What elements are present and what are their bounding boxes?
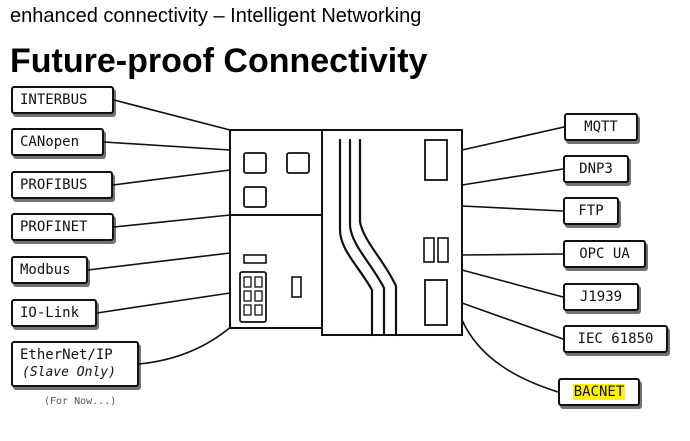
connector-ftp (461, 205, 564, 212)
protocol-label: FTP (578, 203, 604, 219)
connector-bacnet (461, 319, 559, 393)
protocol-profibus: PROFIBUS (11, 171, 113, 199)
connector-io-link (96, 292, 231, 314)
protocol-label-highlighted: BACNET (572, 384, 626, 400)
connector-modbus (87, 252, 231, 271)
cable-lines (338, 138, 398, 337)
port-icon (243, 152, 267, 174)
protocol-profinet: PROFINET (11, 213, 114, 241)
connector-mqtt (461, 126, 565, 151)
port-icon (286, 152, 310, 174)
protocol-dnp3: DNP3 (563, 155, 629, 183)
protocol-label: OPC UA (579, 246, 630, 262)
protocol-label: J1939 (579, 289, 623, 305)
protocol-label: Modbus (20, 262, 71, 278)
page-subtitle: enhanced connectivity – Intelligent Netw… (10, 5, 422, 27)
protocol-sublabel: (Slave Only) (22, 365, 116, 380)
protocol-label: DNP3 (579, 161, 613, 177)
connector-j1939 (461, 269, 564, 298)
protocol-label: CANopen (20, 134, 80, 150)
connector-ethernet-ip (138, 324, 234, 365)
connector-interbus (113, 99, 231, 131)
protocol-label: EtherNet/IP (20, 347, 113, 363)
protocol-mqtt: MQTT (564, 113, 638, 141)
protocol-ethernet-ip: EtherNet/IP (Slave Only) (11, 341, 139, 387)
connector-iec-61850 (461, 302, 564, 340)
connector-dnp3 (461, 168, 564, 186)
protocol-iec-61850: IEC 61850 (563, 325, 668, 353)
protocol-interbus: INTERBUS (11, 86, 114, 114)
connector-opc-ua (461, 253, 564, 256)
protocol-modbus: Modbus (11, 256, 88, 284)
connector-canopen (103, 141, 231, 151)
protocol-io-link: IO-Link (11, 299, 97, 327)
protocol-label: IEC 61850 (577, 331, 654, 347)
protocol-ftp: FTP (563, 197, 619, 225)
protocol-label: PROFINET (20, 219, 88, 235)
protocol-j1939: J1939 (563, 283, 639, 311)
protocol-label: MQTT (584, 119, 618, 135)
protocol-bacnet: BACNET (558, 378, 640, 406)
central-device (229, 129, 463, 336)
protocol-label: PROFIBUS (20, 177, 88, 193)
protocol-label: IO-Link (20, 305, 80, 321)
protocol-opc-ua: OPC UA (563, 240, 646, 268)
page-title: Future-proof Connectivity (10, 42, 428, 80)
connector-profibus (112, 169, 231, 186)
footnote-for-now: (For Now...) (44, 396, 117, 407)
protocol-label: INTERBUS (20, 92, 88, 108)
port-icon (243, 186, 267, 208)
connector-profinet (113, 214, 231, 228)
protocol-canopen: CANopen (11, 128, 104, 156)
